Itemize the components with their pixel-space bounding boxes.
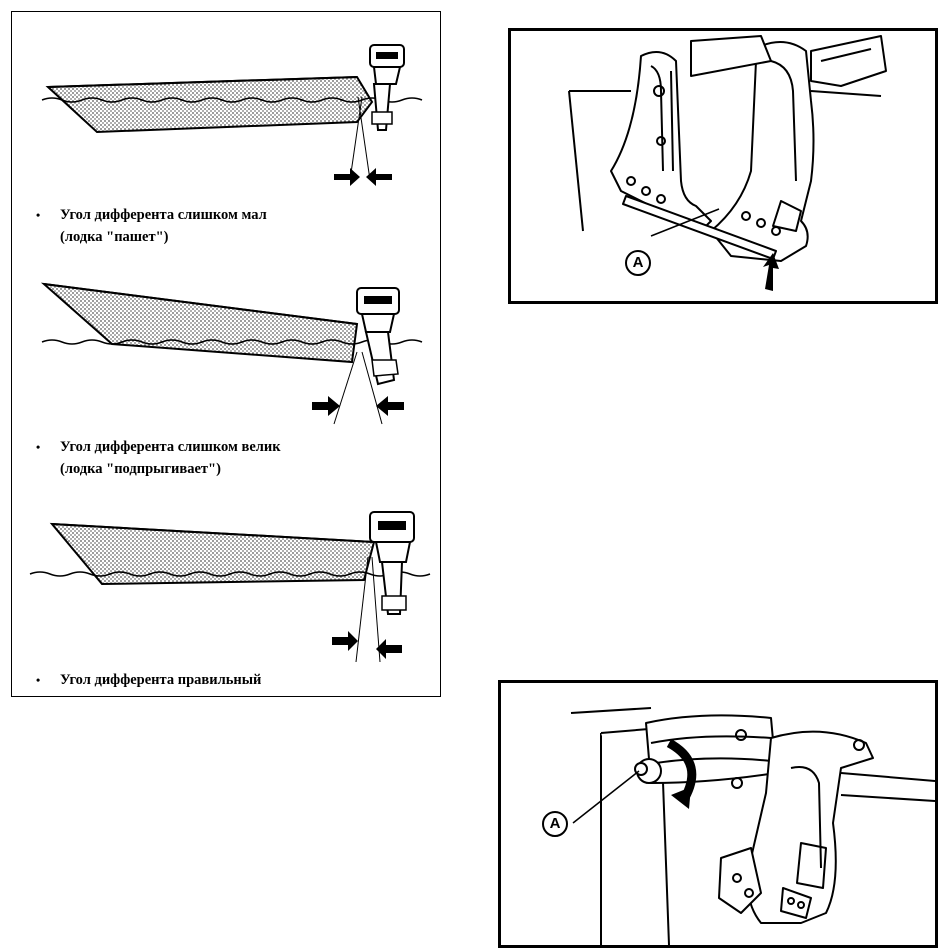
boat-bow-down-figure [42,45,422,186]
callout-a-label: A [542,811,568,837]
trim-caption-correct: •Угол дифферента правильный [36,669,261,691]
caption-line1: Угол дифферента правильный [60,672,261,688]
caption-line1: Угол дифферента слишком мал [60,207,267,223]
trim-angle-figures [12,12,440,696]
boat-correct-trim-figure [30,512,430,662]
callout-a-label: A [625,250,651,276]
bullet-icon: • [36,436,60,458]
bracket-trim-rod-panel: A [508,28,938,304]
bracket-tilt-knob-panel: A [498,680,938,948]
bullet-icon: • [36,669,60,691]
caption-line2: (лодка "пашет") [36,226,267,248]
trim-angle-panel: •Угол дифферента слишком мал (лодка "паш… [11,11,441,697]
caption-line2: (лодка "подпрыгивает") [36,458,281,480]
bullet-icon: • [36,204,60,226]
bracket-trim-rod-figure [511,31,935,301]
bracket-tilt-knob-figure [501,683,935,945]
trim-caption-too-low: •Угол дифферента слишком мал (лодка "паш… [36,204,267,248]
boat-bow-up-figure [42,284,422,424]
trim-caption-too-high: •Угол дифферента слишком велик (лодка "п… [36,436,281,480]
caption-line1: Угол дифферента слишком велик [60,439,281,455]
